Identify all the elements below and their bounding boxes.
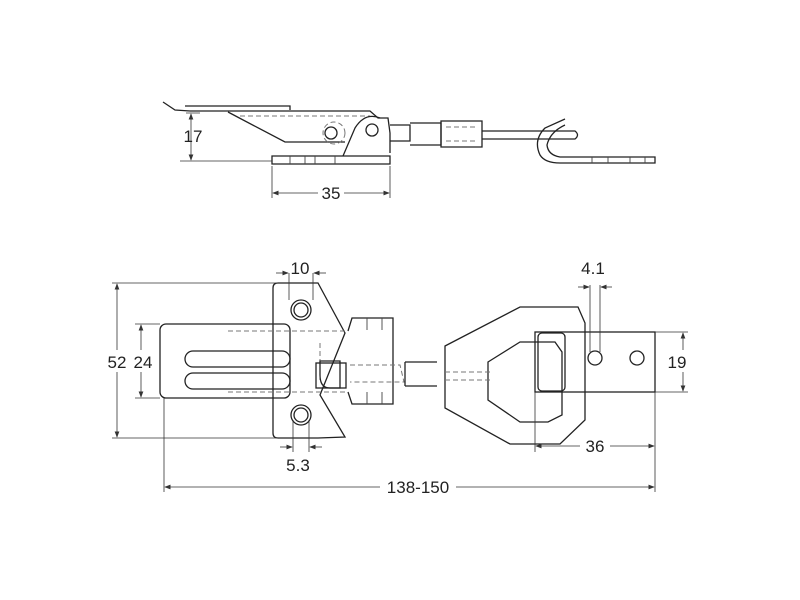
dimension-base-length: [271, 166, 391, 203]
slot: [184, 372, 291, 390]
top-view: [159, 282, 656, 445]
pivot-hole: [365, 123, 379, 137]
dimensions-top: [104, 270, 692, 498]
dim-overall-length-label: 138-150: [387, 478, 449, 497]
keeper-hole: [629, 350, 645, 366]
keeper-plate: [534, 331, 656, 393]
mount-hole: [290, 404, 312, 426]
dimension-height: [180, 112, 272, 162]
dim-base-width-label: 52: [108, 353, 127, 372]
dim-hole-diameter-label: 5.3: [286, 456, 310, 475]
slot: [184, 350, 291, 368]
dim-keeper-width-label: 19: [668, 353, 687, 372]
dim-hole-spacing-label: 10: [291, 259, 310, 278]
mount-hole: [290, 299, 312, 321]
dim-base-length-label: 35: [322, 184, 341, 203]
pivot-hole: [324, 126, 338, 140]
hook-loop: [444, 306, 586, 445]
dim-keeper-length-label: 36: [586, 437, 605, 456]
lever-plate: [159, 323, 291, 399]
side-view: [162, 101, 656, 165]
dim-height-label: 17: [184, 127, 203, 146]
base-plate: [272, 282, 347, 439]
keeper-hole: [587, 350, 603, 366]
dim-lever-width-label: 24: [134, 353, 153, 372]
dim-keeper-hole-label: 4.1: [581, 259, 605, 278]
